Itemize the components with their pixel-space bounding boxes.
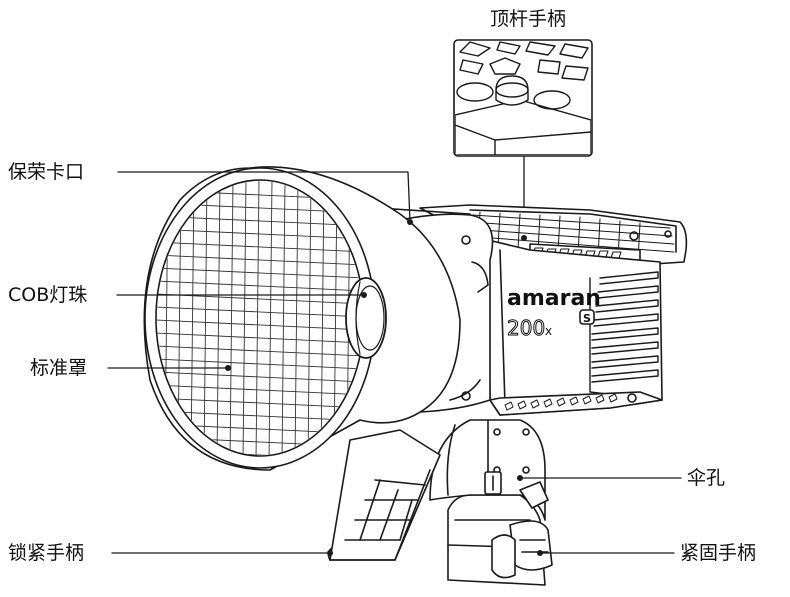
label-bayonet: 保荣卡口: [8, 161, 85, 183]
label-fix-handle: 紧固手柄: [680, 542, 757, 564]
brand-model-suffix: x: [545, 324, 552, 338]
brand-badge: S: [583, 312, 591, 325]
label-cob-bead: COB灯珠: [8, 284, 88, 306]
label-umbrella-hole: 伞孔: [687, 467, 726, 489]
leader-dots: [225, 219, 543, 556]
top-handle-inset: [453, 39, 593, 239]
leader-lines: [107, 171, 682, 554]
lock-handle: [327, 429, 441, 561]
label-reflector: 标准罩: [30, 357, 88, 379]
label-lock-handle: 锁紧手柄: [8, 542, 85, 564]
brand-model: 200: [507, 316, 545, 340]
label-top-handle: 顶杆手柄: [490, 8, 567, 30]
light-body: amaran 200 x S: [419, 204, 688, 416]
brand-name: amaran: [507, 286, 601, 311]
standard-reflector: [143, 166, 461, 471]
fix-handle: [491, 481, 553, 579]
